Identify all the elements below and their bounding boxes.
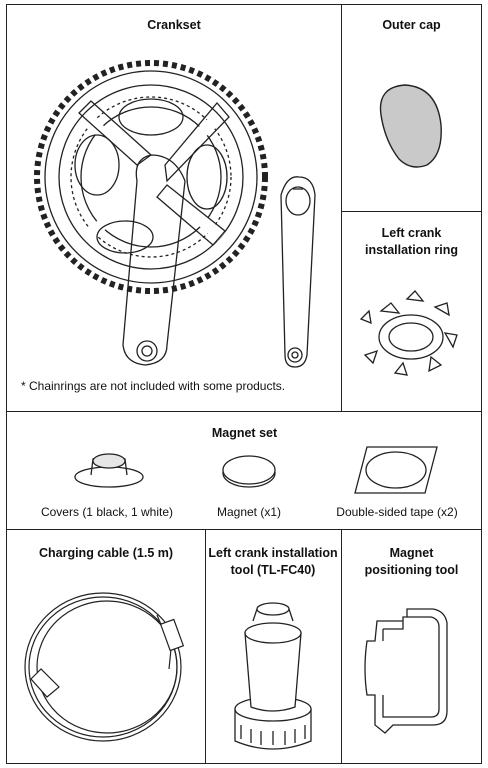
outer-cap-icon: [379, 84, 442, 168]
magnet-cover-icon: [74, 453, 144, 488]
covers-label: Covers (1 black, 1 white): [40, 505, 174, 519]
divider: [7, 529, 481, 530]
left-crank-ring-title: Left crank installation ring: [364, 226, 459, 257]
crank-tool-cell: Left crank installation tool (TL-FC40): [205, 529, 341, 763]
divider: [341, 211, 482, 212]
magnet-set-cell: Magnet set Covers (1 black, 1 white) Mag…: [7, 411, 482, 529]
charging-cable-cell: Charging cable (1.5 m): [7, 529, 205, 763]
cable-icon: [24, 592, 185, 742]
divider: [341, 529, 342, 763]
magnet-tool-title-line2: positioning tool: [364, 563, 459, 577]
divider: [341, 5, 342, 411]
installation-tool-icon: [234, 602, 312, 750]
crankset-icon: [34, 60, 316, 368]
magnet-tool-title-line1: Magnet: [389, 546, 434, 560]
crankset-title: Crankset: [147, 18, 201, 32]
installation-ring-icon: [359, 290, 458, 376]
crankset-cell: Crankset: [7, 5, 341, 411]
tape-label: Double-sided tape (x2): [336, 505, 458, 519]
tape-icon: [354, 446, 438, 494]
magnet-icon: [222, 455, 276, 488]
parts-table: Crankset: [6, 4, 482, 764]
positioning-tool-icon: [364, 608, 448, 734]
magnet-tool-cell: Magnet positioning tool: [341, 529, 482, 763]
crank-tool-title-line2: tool (TL-FC40): [230, 563, 316, 577]
divider: [7, 411, 481, 412]
charging-cable-title: Charging cable (1.5 m): [38, 546, 174, 560]
left-crank-ring-cell: Left crank installation ring: [341, 211, 482, 411]
magnet-label: Magnet (x1): [216, 505, 282, 519]
magnet-set-title: Magnet set: [211, 426, 278, 440]
outer-cap-cell: Outer cap: [341, 5, 482, 211]
outer-cap-title: Outer cap: [382, 18, 441, 32]
crank-tool-title-line1: Left crank installation: [208, 546, 338, 560]
divider: [205, 529, 206, 763]
crankset-note: * Chainrings are not included with some …: [21, 379, 286, 393]
